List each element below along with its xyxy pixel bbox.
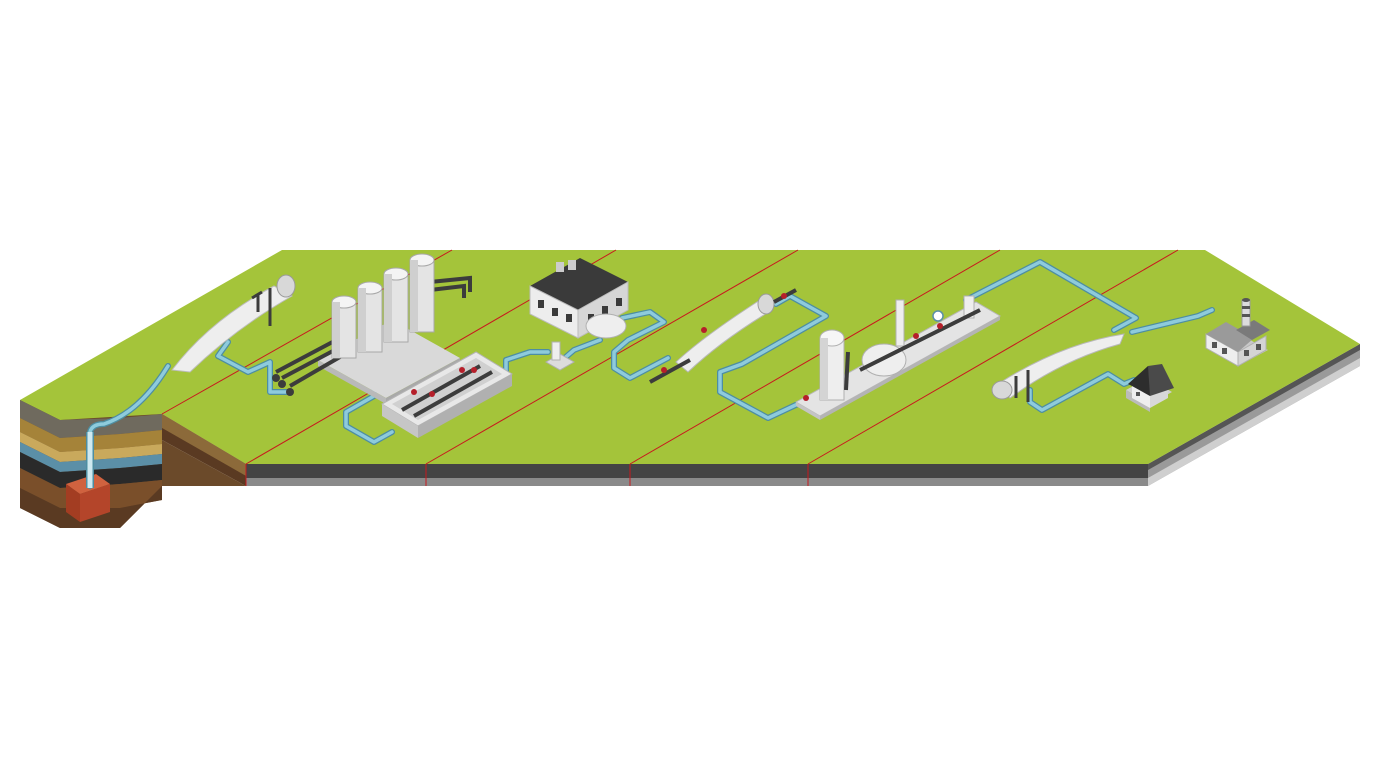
building-icon bbox=[529, 258, 629, 371]
segment-dividers bbox=[161, 249, 1179, 486]
main-pipeline bbox=[88, 260, 1214, 488]
pipeline-network bbox=[87, 259, 1215, 489]
vessel-icon bbox=[794, 295, 1002, 420]
transmission-pipe-icon bbox=[649, 288, 797, 384]
compressor-icon bbox=[381, 351, 513, 438]
house-icon bbox=[1126, 364, 1174, 412]
gathering-pipe-icon bbox=[171, 274, 296, 373]
factory-icon bbox=[1205, 298, 1270, 367]
distribution-pipe-icon bbox=[991, 333, 1125, 402]
